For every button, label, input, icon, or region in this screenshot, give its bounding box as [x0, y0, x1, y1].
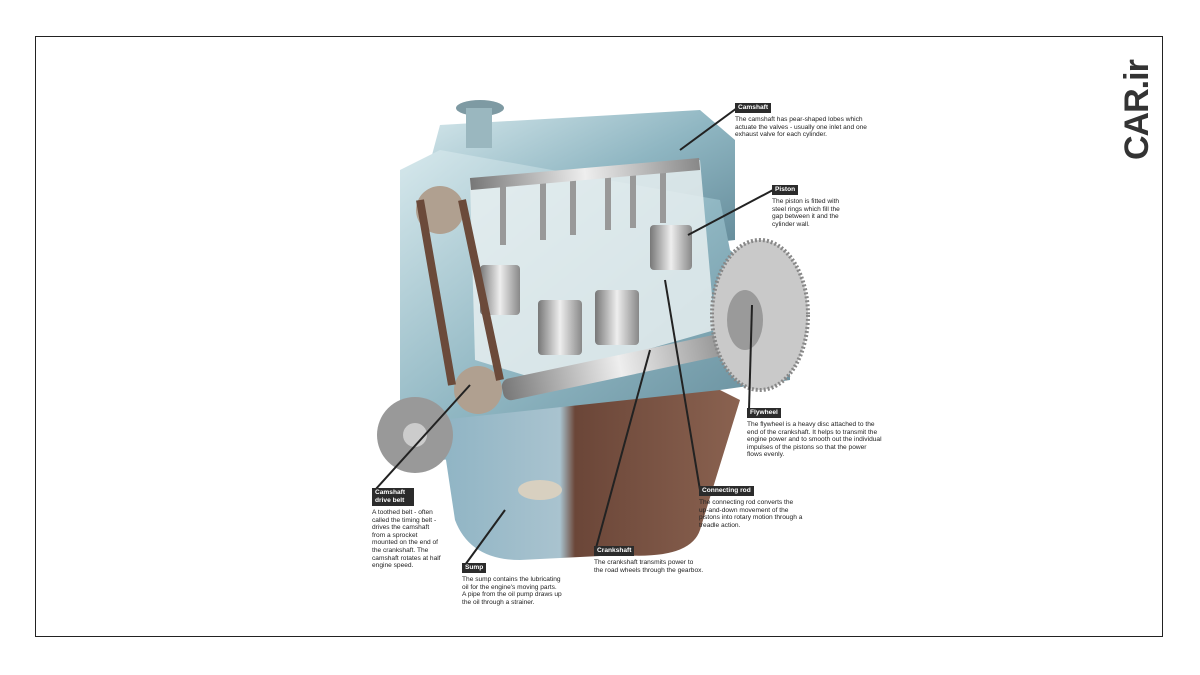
camshaft: [469, 157, 701, 191]
callout-title: Camshaft drive belt: [372, 488, 414, 506]
cam-sprocket: [416, 186, 464, 234]
callout-connecting-rod: Connecting rod The connecting rod conver…: [699, 486, 804, 529]
pistons: [480, 225, 692, 355]
callout-crankshaft: Crankshaft The crankshaft transmits powe…: [594, 546, 704, 574]
callout-camshaft-drive-belt: Camshaft drive belt A toothed belt - oft…: [372, 488, 442, 570]
diagram-frame: [35, 36, 1163, 637]
callout-title: Connecting rod: [699, 486, 754, 496]
callout-flywheel: Flywheel The flywheel is a heavy disc at…: [747, 408, 882, 459]
oil-strainer: [518, 480, 562, 500]
callout-title: Piston: [772, 185, 799, 195]
car-ir-logo: CAR.ir: [1118, 60, 1157, 160]
valves: [500, 163, 666, 245]
timing-belt: [416, 199, 504, 386]
leader-lines: [374, 107, 774, 566]
crank-sprocket: [454, 366, 502, 414]
sump: [440, 390, 740, 560]
callout-title: Camshaft: [735, 103, 772, 113]
callout-title: Sump: [462, 563, 487, 573]
callout-text: The crankshaft transmits power to the ro…: [594, 559, 704, 574]
logo-main: CAR: [1118, 89, 1156, 160]
callout-text: The piston is fitted with steel rings wh…: [772, 198, 840, 228]
callout-text: The flywheel is a heavy disc attached to…: [747, 421, 882, 459]
callout-title: Crankshaft: [594, 546, 635, 556]
cylinder-cutaway: [470, 160, 715, 380]
callout-text: The camshaft has pear-shaped lobes which…: [735, 116, 867, 139]
callout-title: Flywheel: [747, 408, 781, 418]
callout-text: The connecting rod converts the up-and-d…: [699, 499, 803, 529]
callout-text: The sump contains the lubricating oil fo…: [462, 576, 562, 606]
callout-piston: Piston The piston is fitted with steel r…: [772, 185, 847, 228]
callout-camshaft: Camshaft The camshaft has pear-shaped lo…: [735, 103, 885, 139]
callout-sump: Sump The sump contains the lubricating o…: [462, 563, 562, 606]
callout-text: A toothed belt - often called the timing…: [372, 509, 441, 570]
logo-suffix: .ir: [1118, 60, 1156, 90]
crankshaft: [501, 331, 739, 401]
